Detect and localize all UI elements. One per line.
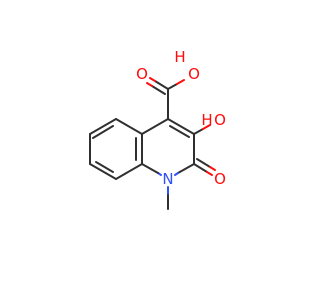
bond-c2-carbonyl-o2	[209, 166, 216, 171]
carboxyl-hydroxyl-h-label: H	[174, 48, 185, 66]
bond-c7-c8	[115, 163, 143, 180]
bond-carboxyl-oh-o	[176, 79, 185, 85]
hydroxyl-group: H O	[201, 111, 226, 129]
bond-n1-c2-n-part	[174, 172, 179, 176]
bond-c2-carbonyl-c	[193, 163, 208, 173]
hydroxyl-h-label: H	[201, 111, 212, 129]
bond-c3-hydroxyl-c	[193, 128, 204, 135]
bond-carboxyl-co-o	[149, 77, 156, 82]
bond-carboxyl-co-c2	[151, 85, 166, 95]
bond-carboxyl-co-c	[154, 80, 169, 90]
bond-c2-n1	[177, 163, 195, 174]
ring-nitrogen: N	[162, 170, 173, 188]
bond-n1-c8a	[141, 163, 159, 174]
bond-c4a-c8a	[115, 118, 143, 135]
bond-c4a-c5-inner	[92, 125, 114, 139]
bond-c6-c7	[89, 163, 117, 180]
carboxyl-carbonyl-o-label: O	[136, 65, 148, 83]
bond-c4a-c5	[89, 118, 117, 135]
bond-c4-c3-inner	[169, 125, 190, 138]
carbonyl-o-label: O	[214, 170, 226, 188]
bond-c2-carbonyl-c2	[196, 158, 211, 168]
molecule-structure: O O H H O N O	[89, 48, 226, 210]
bond-carboxyl-co-o2	[146, 82, 153, 87]
carboxyl-hydroxyl-o-label: O	[188, 65, 200, 83]
bond-carboxyl-oh-c	[167, 83, 178, 90]
bond-c6-c7-inner	[95, 161, 114, 173]
carboxyl-carbonyl-oxygen: O	[136, 65, 148, 83]
carbonyl-oxygen: O	[214, 170, 226, 188]
bond-c4a-c4	[141, 118, 169, 135]
bond-c2-carbonyl-o	[206, 171, 213, 176]
bond-c3-hydroxyl-o	[202, 124, 211, 130]
carboxyl-hydroxyl-oxygen: O H	[174, 48, 200, 83]
hydroxyl-o-label: O	[214, 111, 226, 129]
bond-c4-c3	[167, 118, 195, 135]
ring-n-label: N	[162, 170, 173, 188]
